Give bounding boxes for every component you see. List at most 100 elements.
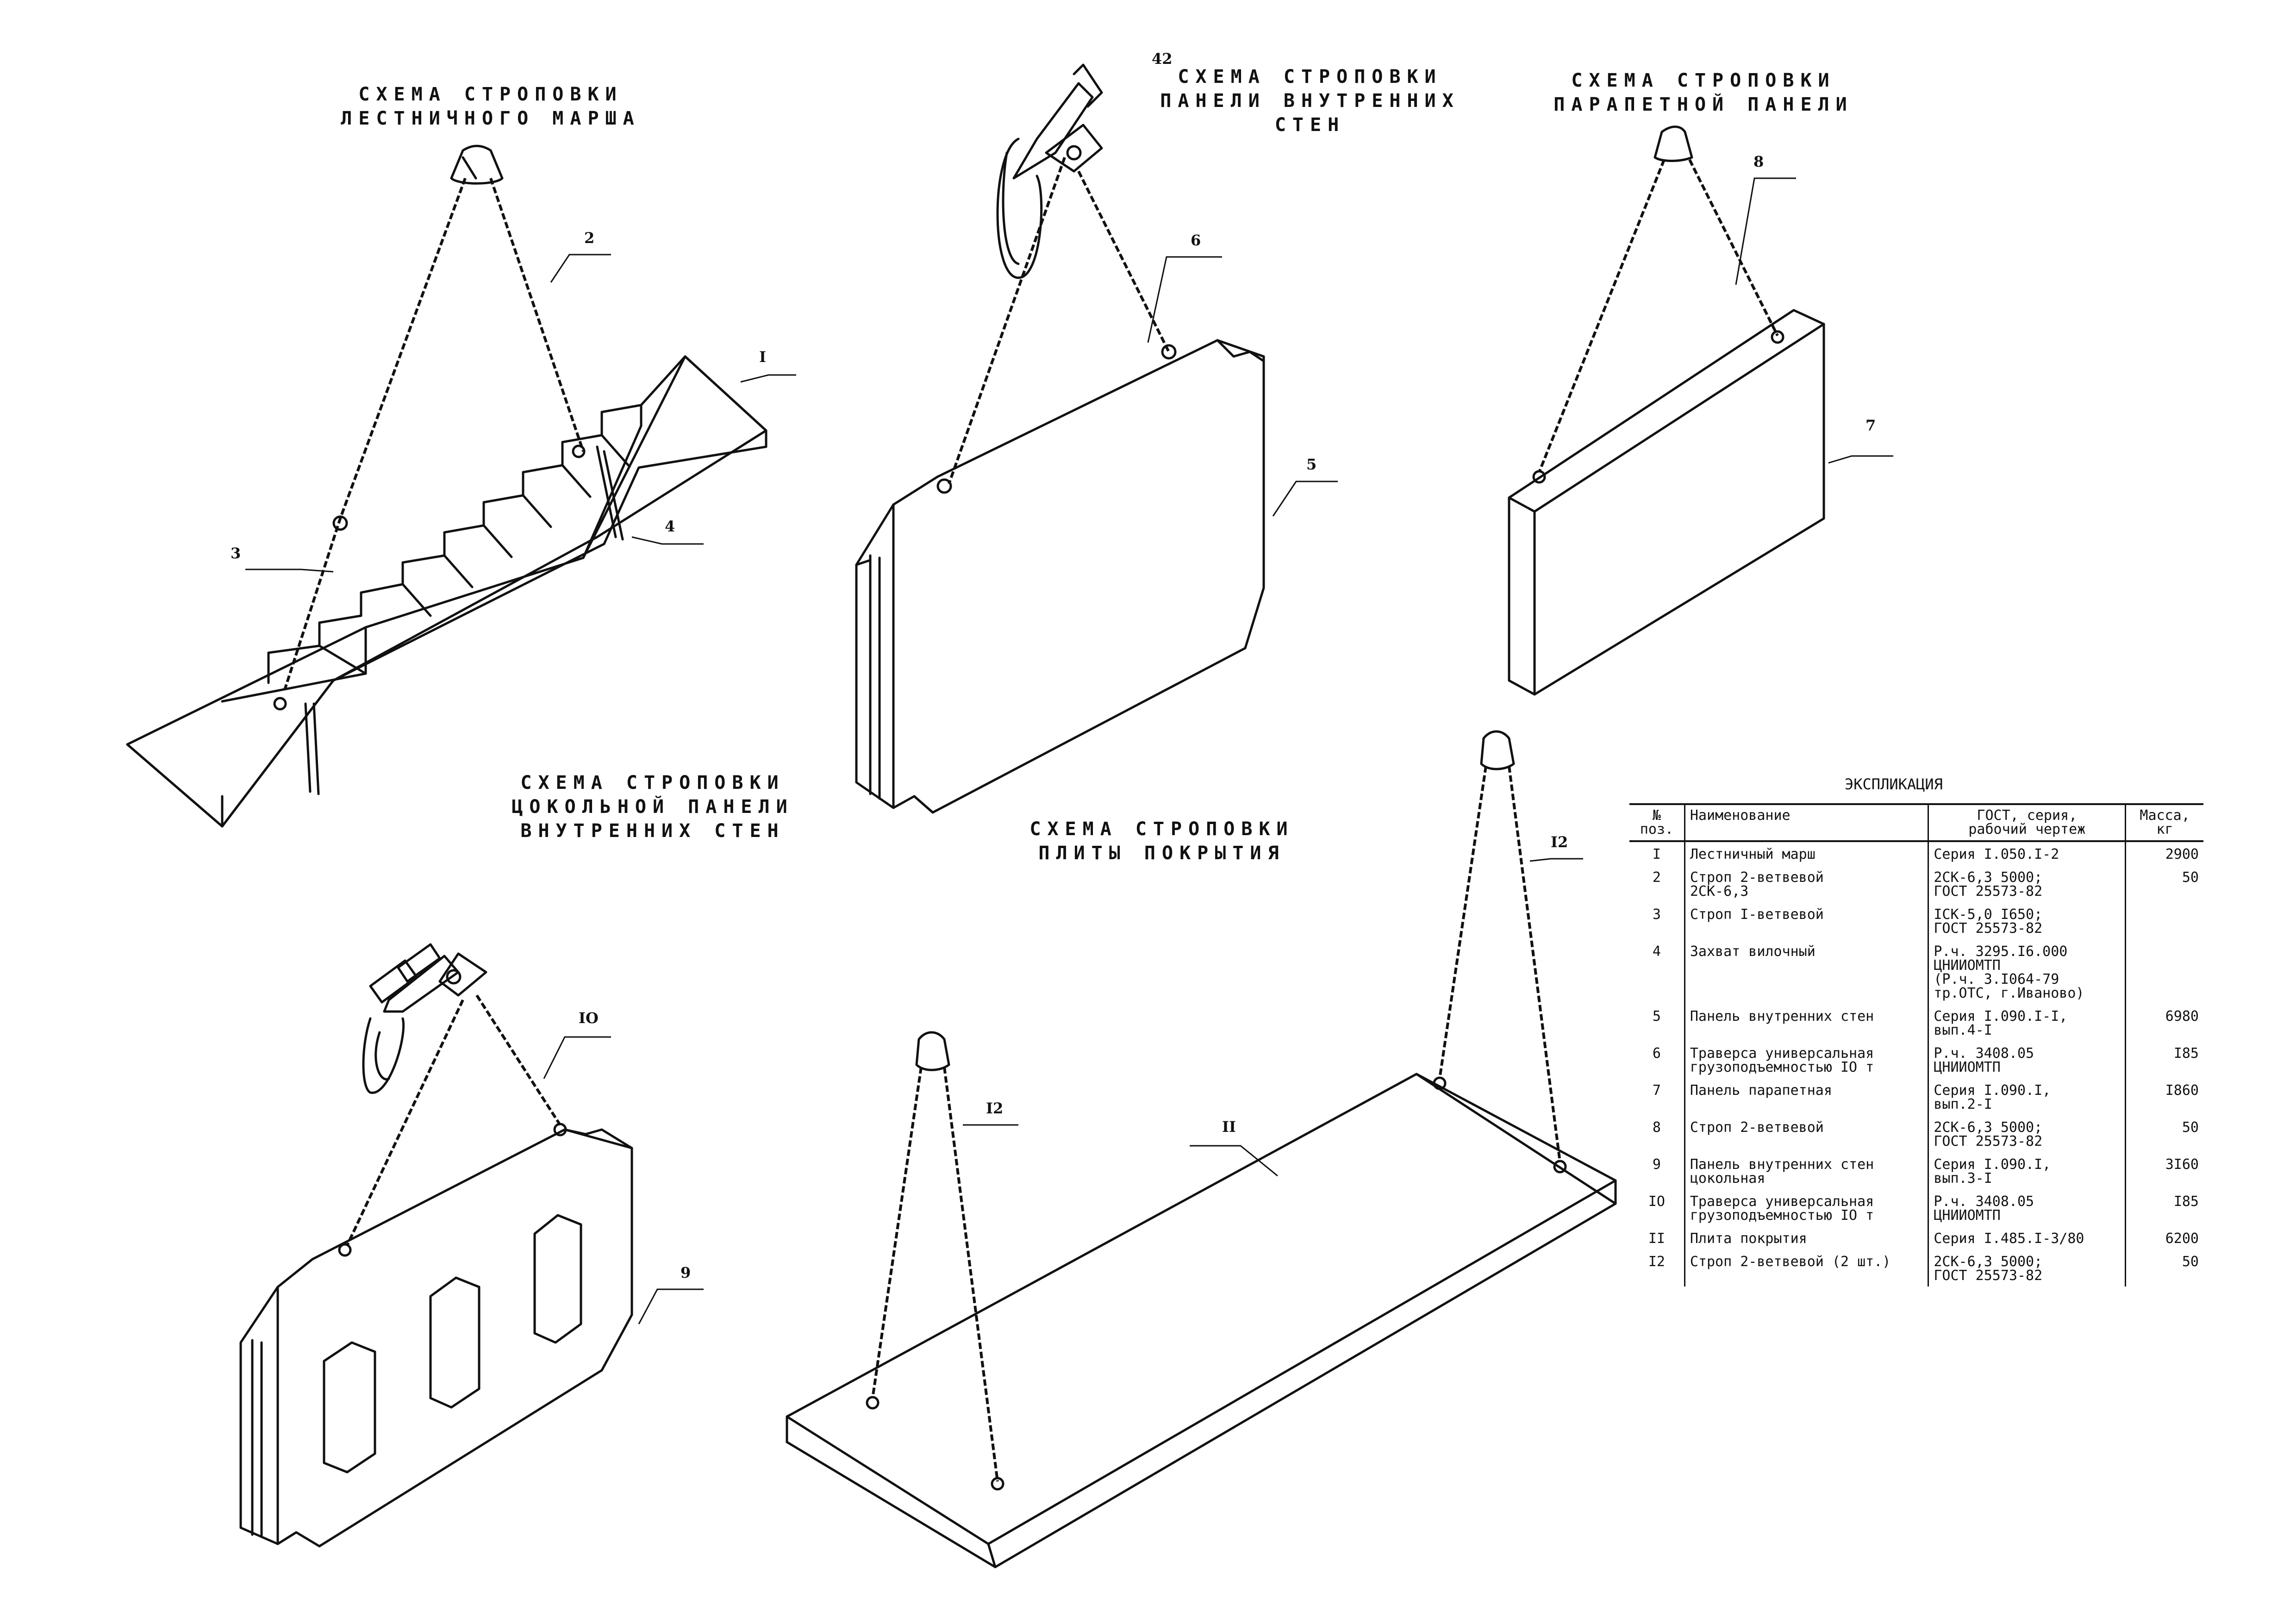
cell-name-text: грузоподъемностью IO т (1690, 1059, 1874, 1075)
cell-mass (2125, 902, 2203, 939)
cell-gost-text: ГОСТ 25573-82 (1934, 1133, 2043, 1149)
cell-mass-text: 50 (2182, 1119, 2199, 1136)
scheme-title-line: ПЛИТЫ ПОКРЫТИЯ (1038, 843, 1285, 864)
cell-gost-text: Р.ч. 3408.05 (1934, 1193, 2034, 1210)
cell-position-text: 5 (1652, 1008, 1661, 1024)
cell-gost: Серия I.090.I,вып.2-I (1928, 1078, 2126, 1115)
position-label-1: I (759, 348, 766, 366)
header-text: № (1652, 807, 1661, 824)
scheme-title-inner-wall-panel: СХЕМА СТРОПОВКИ ПАНЕЛИ ВНУТРЕННИХ СТЕН (1102, 65, 1518, 137)
position-label-10: IO (579, 1009, 599, 1027)
leader-lines (245, 177, 1893, 1324)
scheme-title-line: ПАНЕЛИ ВНУТРЕННИХ (1160, 90, 1460, 112)
cell-position: 7 (1629, 1078, 1685, 1115)
cell-name-text: цокольная (1690, 1170, 1766, 1187)
cell-mass: I85 (2125, 1041, 2203, 1078)
explication-table: № поз. Наименование ГОСТ, серия, рабочий… (1629, 803, 2203, 1287)
header-text: рабочий чертеж (1968, 821, 2086, 837)
scheme-title-line: ЛЕСТНИЧНОГО МАРША (341, 108, 641, 129)
cell-name-text: Строп I-ветвевой (1690, 906, 1824, 923)
cell-name: Панель парапетная (1684, 1078, 1928, 1115)
scheme-title-line: СХЕМА СТРОПОВКИ (520, 772, 785, 793)
cell-gost-text: ЦНИИОМТП (1934, 1207, 2001, 1224)
cell-name: Строп 2-ветвевой (1684, 1115, 1928, 1152)
scheme-title-plinth-panel: СХЕМА СТРОПОВКИ ЦОКОЛЬНОЙ ПАНЕЛИ ВНУТРЕН… (472, 771, 833, 843)
position-label-9: 9 (680, 1264, 691, 1281)
cell-gost-text: Р.ч. 3408.05 (1934, 1045, 2034, 1062)
cell-gost: Серия I.050.I-2 (1928, 841, 2126, 865)
header-position: № поз. (1629, 803, 1685, 842)
cell-position-text: 6 (1652, 1045, 1661, 1062)
cell-name-text: Лестничный марш (1690, 846, 1816, 862)
cell-gost-text: (Р.ч. 3.I064-79 (1934, 971, 2059, 987)
cell-name: Строп 2-ветвевой (2 шт.) (1684, 1249, 1928, 1287)
cell-name: Строп I-ветвевой (1684, 902, 1928, 939)
scheme-title-line: ПАРАПЕТНОЙ ПАНЕЛИ (1554, 94, 1853, 115)
parapet-panel (1508, 125, 1825, 696)
cell-position: I (1629, 841, 1685, 865)
table-header-row: № поз. Наименование ГОСТ, серия, рабочий… (1629, 803, 2203, 842)
cell-gost-text: 2СК-6,3 5000; (1934, 1254, 2043, 1270)
cell-gost-text: 2СК-6,3 5000; (1934, 869, 2043, 886)
position-label-4: 4 (665, 518, 675, 535)
cell-name-text: Захват вилочный (1690, 943, 1816, 960)
cell-mass: I85 (2125, 1189, 2203, 1226)
scheme-title-line: СХЕМА СТРОПОВКИ (1571, 70, 1836, 91)
cell-name: Лестничный марш (1684, 841, 1928, 865)
cell-mass (2125, 939, 2203, 1004)
roof-slab (786, 730, 1617, 1568)
scheme-title-parapet-panel: СХЕМА СТРОПОВКИ ПАРАПЕТНОЙ ПАНЕЛИ (1495, 69, 1912, 117)
scheme-title-line: СХЕМА СТРОПОВКИ (358, 84, 623, 105)
cell-gost: IСК-5,0 I650;ГОСТ 25573-82 (1928, 902, 2126, 939)
cell-gost-text: ЦНИИОМТП (1934, 1059, 2001, 1075)
position-label-5: 5 (1306, 456, 1317, 473)
position-label-11: II (1222, 1118, 1236, 1136)
header-gost: ГОСТ, серия, рабочий чертеж (1928, 803, 2126, 842)
cell-gost-text: ЦНИИОМТП (1934, 957, 2001, 974)
cell-gost-text: Серия I.485.I-3/80 (1934, 1230, 2084, 1247)
cell-position: I2 (1629, 1249, 1685, 1287)
cell-name-text: Строп 2-ветвевой (2 шт.) (1690, 1254, 1891, 1270)
cell-gost-text: вып.3-I (1934, 1170, 1992, 1187)
cell-mass-text: I85 (2173, 1193, 2199, 1210)
page-number: 42 (1152, 50, 1173, 68)
explication-title: ЭКСПЛИКАЦИЯ (1845, 775, 1943, 793)
inner-wall-panel (855, 63, 1265, 814)
cell-mass-text: 6980 (2165, 1008, 2199, 1024)
cell-mass: 2900 (2125, 841, 2203, 865)
cell-position-text: IO (1648, 1193, 1665, 1210)
cell-mass: I860 (2125, 1078, 2203, 1115)
cell-gost-text: Серия I.050.I-2 (1934, 846, 2059, 862)
scheme-title-line: ВНУТРЕННИХ СТЕН (520, 820, 785, 842)
cell-position-text: 7 (1652, 1082, 1661, 1099)
header-text: ГОСТ, серия, (1977, 807, 2078, 824)
cell-position-text: 4 (1652, 943, 1661, 960)
cell-position-text: I2 (1648, 1254, 1665, 1270)
cell-gost-text: IСК-5,0 I650; (1934, 906, 2043, 923)
cell-position: IO (1629, 1189, 1685, 1226)
cell-position-text: 2 (1652, 869, 1661, 886)
cell-name-text: Траверса универсальная (1690, 1193, 1874, 1210)
table-row: I Лестничный марш Серия I.050.I-2 2900 (1629, 841, 2203, 865)
cell-position-text: II (1648, 1230, 1665, 1247)
header-text: Масса, (2140, 807, 2190, 824)
stair-flight (126, 144, 767, 828)
cell-gost-text: ГОСТ 25573-82 (1934, 920, 2043, 937)
cell-gost: 2СК-6,3 5000;ГОСТ 25573-82 (1928, 1249, 2126, 1287)
scheme-title-line: СХЕМА СТРОПОВКИ (1029, 818, 1294, 840)
cell-gost-text: вып.4-I (1934, 1022, 1992, 1038)
cell-gost-text: тр.ОТС, г.Иваново) (1934, 985, 2084, 1001)
cell-name: Захват вилочный (1684, 939, 1928, 1004)
cell-position: II (1629, 1226, 1685, 1249)
